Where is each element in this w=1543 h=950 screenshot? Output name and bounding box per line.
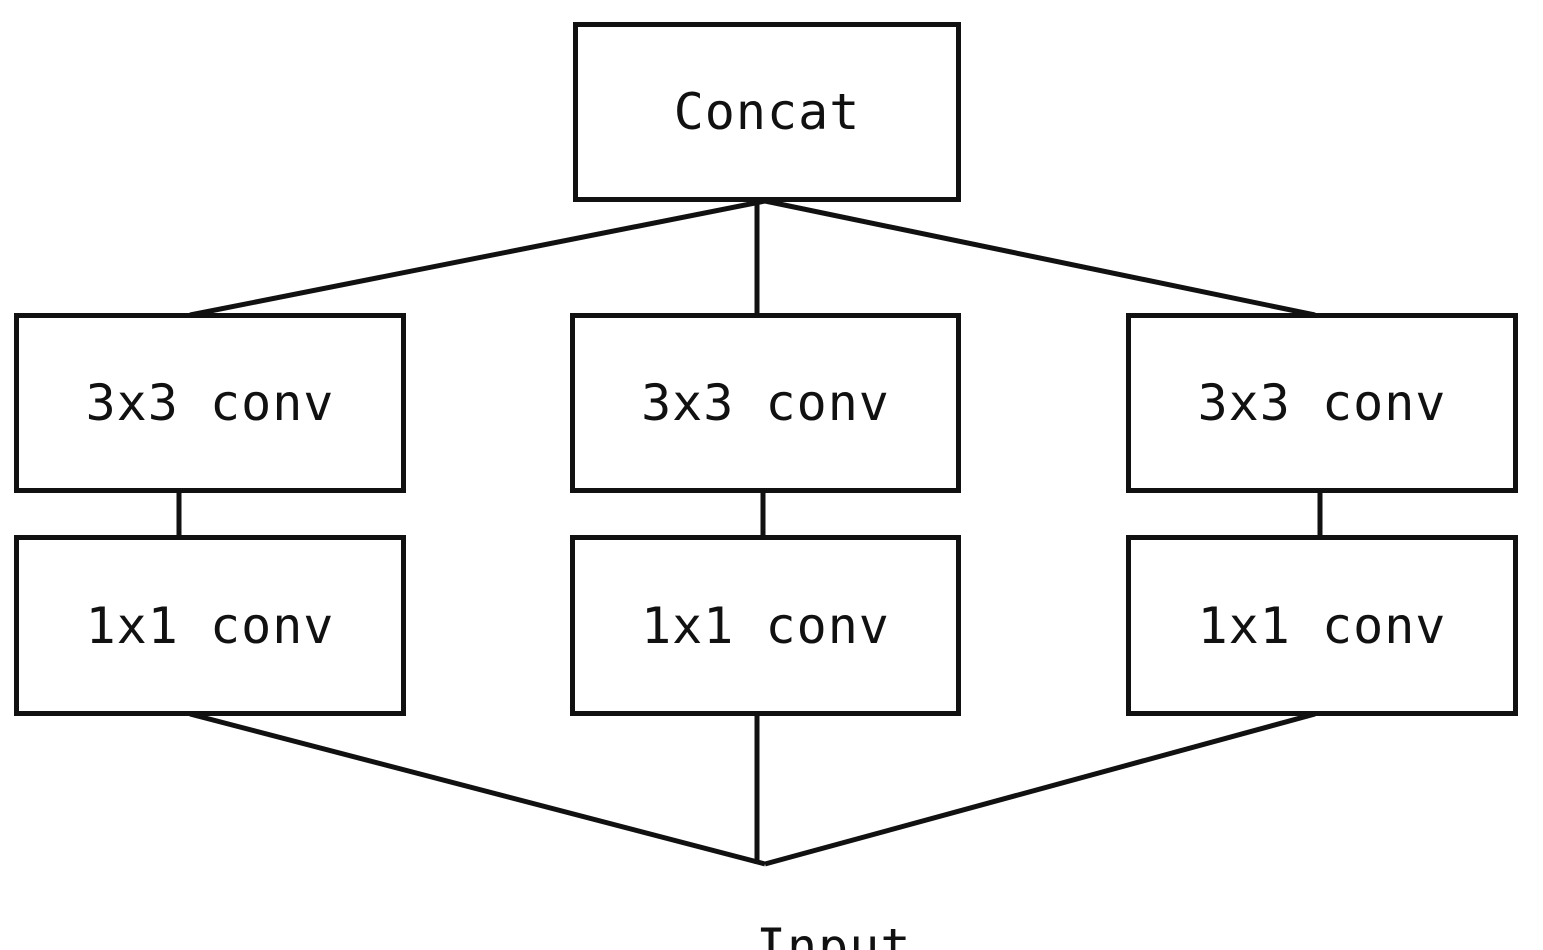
node-concat-label: Concat <box>673 83 861 141</box>
node-conv1x1-left[interactable]: 1x1 conv <box>14 535 406 716</box>
node-conv3x3-middle-label: 3x3 conv <box>641 374 890 432</box>
node-input: Input <box>0 872 1543 950</box>
node-conv3x3-right-label: 3x3 conv <box>1197 374 1447 432</box>
node-conv1x1-left-label: 1x1 conv <box>85 596 335 655</box>
node-conv1x1-right-label: 1x1 conv <box>1197 596 1447 655</box>
node-conv1x1-right[interactable]: 1x1 conv <box>1126 535 1518 716</box>
edge-conv3-right-to-concat <box>764 198 1316 318</box>
node-conv1x1-middle[interactable]: 1x1 conv <box>570 535 961 716</box>
node-conv3x3-left[interactable]: 3x3 conv <box>14 313 406 493</box>
node-conv3x3-right[interactable]: 3x3 conv <box>1126 313 1518 493</box>
node-conv3x3-middle[interactable]: 3x3 conv <box>570 313 961 493</box>
node-input-label: Input <box>755 918 912 950</box>
edge-input-to-conv1-right <box>764 711 1316 867</box>
node-conv1x1-middle-label: 1x1 conv <box>641 596 890 655</box>
edge-conv3-left-to-concat <box>189 198 766 318</box>
node-conv3x3-left-label: 3x3 conv <box>85 374 335 432</box>
edge-input-to-conv1-left <box>189 711 766 867</box>
node-concat[interactable]: Concat <box>573 22 961 202</box>
